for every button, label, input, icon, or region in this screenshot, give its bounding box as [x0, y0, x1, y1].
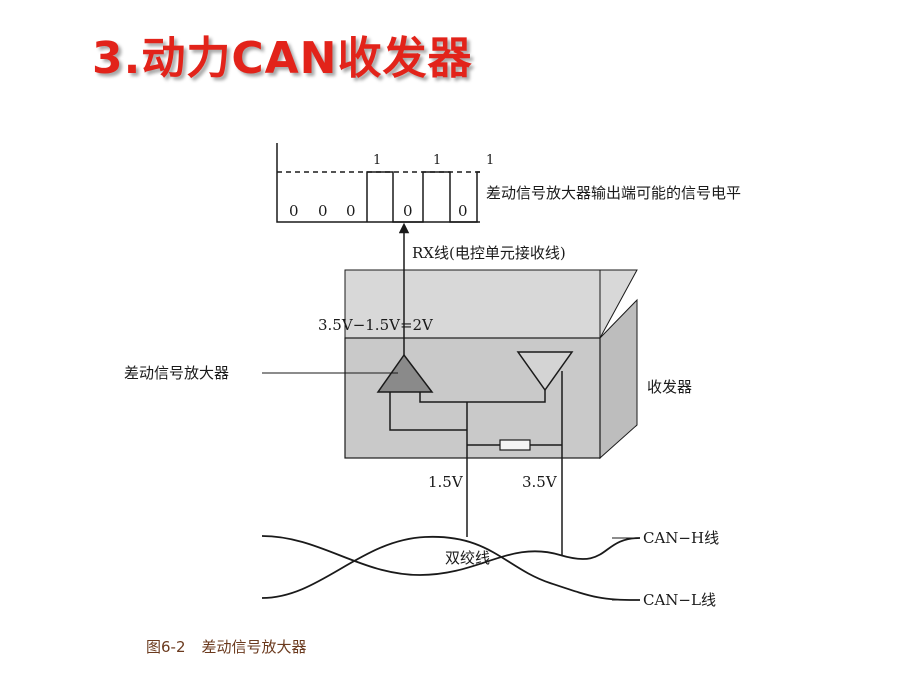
slide-title: 3.动力CAN收发器: [92, 33, 473, 84]
can-l-wire: [261, 536, 641, 601]
bit-label: 0: [403, 202, 413, 220]
figure-caption: 图6-2 差动信号放大器: [146, 636, 323, 657]
internal-wiring: [389, 371, 563, 455]
high-voltage-label: 3.5V: [522, 473, 558, 491]
twisted-pair-label: 双绞线: [445, 549, 490, 567]
transceiver-label: 收发器: [647, 378, 692, 396]
voltage-difference-label: 3.5V−1.5V=2V: [318, 316, 434, 334]
twisted-pair: [261, 535, 641, 601]
bit-labels: 0 0 0 1 0 1 0 1: [289, 153, 494, 220]
transmitter-icon: [516, 351, 574, 392]
can-h-label: CAN−H线: [643, 529, 719, 547]
signal-level-chart: [276, 143, 480, 223]
bit-label: 1: [486, 153, 494, 168]
bit-label: 1: [433, 153, 441, 168]
figure-number: 图6-2: [146, 638, 186, 656]
transceiver-box: [344, 269, 638, 460]
bit-label: 0: [346, 202, 356, 220]
low-voltage-label: 1.5V: [428, 473, 464, 491]
can-l-label: CAN−L线: [643, 591, 716, 609]
rx-line-label: RX线(电控单元接收线): [412, 244, 566, 262]
can-h-wire: [261, 535, 641, 576]
bit-label: 1: [373, 153, 381, 168]
bit-label: 0: [289, 202, 299, 220]
signal-waveform: [366, 171, 480, 223]
bit-label: 0: [318, 202, 328, 220]
resistor-icon: [499, 439, 531, 451]
amplifier-label: 差动信号放大器: [124, 364, 229, 382]
signal-level-label: 差动信号放大器输出端可能的信号电平: [486, 184, 741, 202]
figure-title: 差动信号放大器: [201, 638, 307, 656]
bit-label: 0: [458, 202, 468, 220]
